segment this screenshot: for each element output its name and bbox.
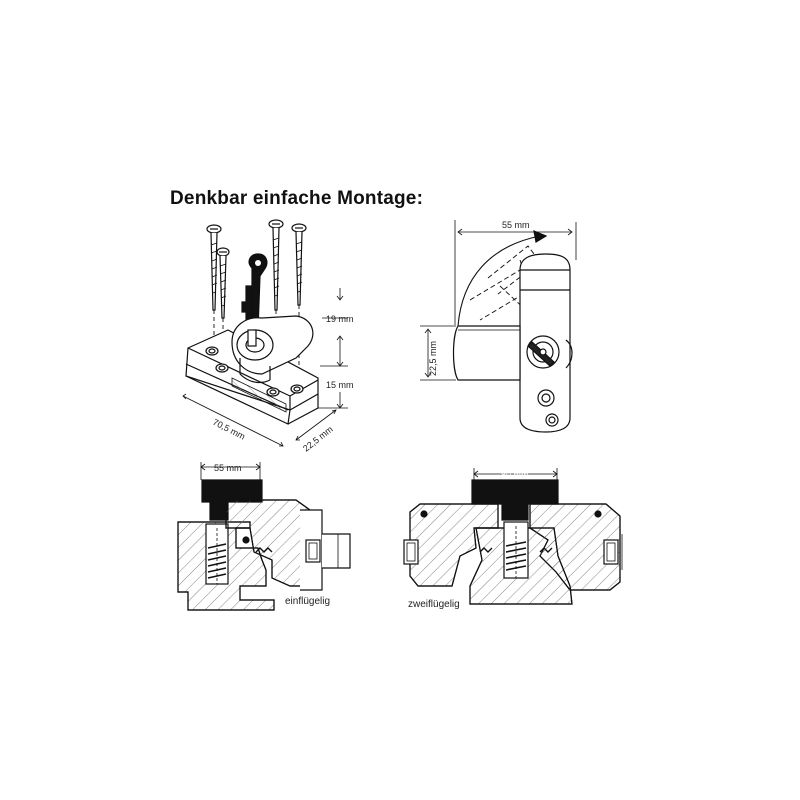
dim-height-base: 15 mm bbox=[326, 380, 354, 390]
lock-body bbox=[231, 315, 314, 384]
dim-length: 70,5 mm bbox=[211, 417, 247, 442]
dim-height-top: 19 mm bbox=[326, 314, 354, 324]
diagram-title: Denkbar einfache Montage: bbox=[170, 188, 424, 209]
dim-arm-height: 22,5 mm bbox=[428, 341, 438, 376]
dim-single-gap: 55 mm bbox=[214, 463, 242, 473]
dim-width: 22,5 mm bbox=[301, 424, 335, 453]
section-single-leaf bbox=[177, 462, 351, 611]
label-double-leaf: zweiflügelig bbox=[408, 599, 460, 610]
screw-1 bbox=[206, 224, 222, 311]
lock-top-view bbox=[420, 220, 577, 433]
dim-double-gap: 80 mm bbox=[501, 470, 529, 480]
dim-swing: 55 mm bbox=[502, 220, 530, 230]
screw-4 bbox=[291, 223, 307, 306]
screw-2 bbox=[216, 247, 230, 319]
lock-exploded-view bbox=[182, 219, 348, 447]
label-single-leaf: einflügelig bbox=[285, 596, 330, 607]
screw-3 bbox=[268, 219, 284, 311]
section-double-leaf bbox=[403, 468, 623, 605]
